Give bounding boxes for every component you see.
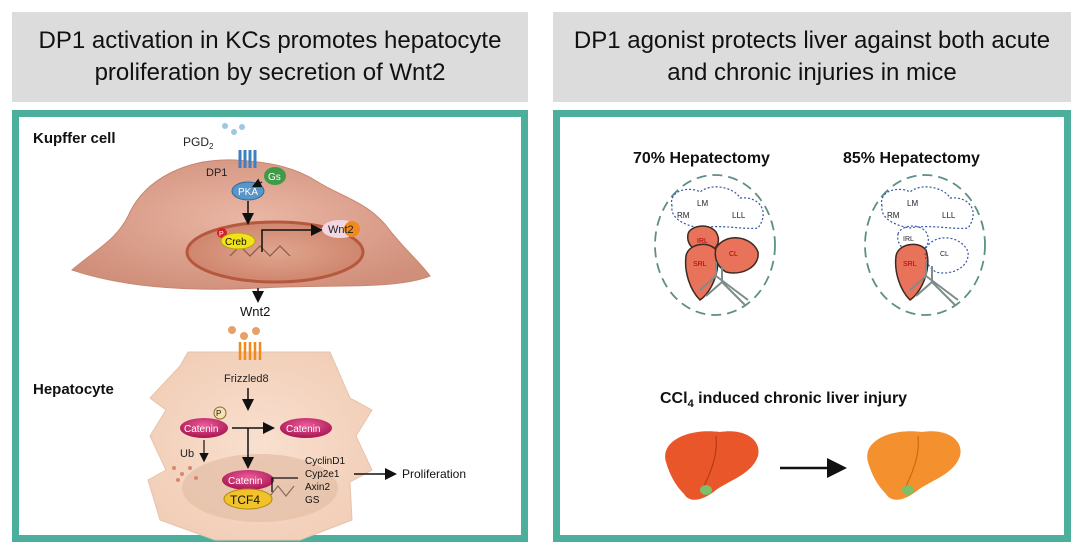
gs-protein-icon xyxy=(264,167,286,185)
injured-liver-icon xyxy=(665,431,759,500)
creb-icon xyxy=(220,232,256,250)
gs-label: Gs xyxy=(268,172,281,183)
wnt2-dot-icon xyxy=(228,326,236,334)
hepatectomy-85-label: 85% Hepatectomy xyxy=(843,150,980,167)
tcf4-icon xyxy=(223,488,273,510)
svg-text:IRL: IRL xyxy=(697,238,708,245)
right-title-line1: DP1 agonist protects liver against both … xyxy=(573,27,1051,54)
left-panel-title: DP1 activation in KCs promotes hepatocyt… xyxy=(12,12,528,102)
dp1-label: DP1 xyxy=(206,167,227,179)
right-panel-title: DP1 agonist protects liver against both … xyxy=(553,12,1071,102)
degradation-dot-icon xyxy=(176,478,180,482)
ligand-dot-icon xyxy=(231,129,237,135)
ligand-dot-icon xyxy=(239,124,245,130)
phospho-icon xyxy=(217,228,227,238)
right-panel xyxy=(553,110,1071,542)
left-title-line1: DP1 activation in KCs promotes hepatocyt… xyxy=(38,27,502,54)
catenin-phospho xyxy=(180,418,228,438)
degradation-dot-icon xyxy=(172,466,176,470)
phospho-label: P xyxy=(219,231,224,238)
target-gene-cyp2e1: Cyp2e1 xyxy=(305,469,340,480)
kupffer-cell-label: Kupffer cell xyxy=(33,130,116,147)
degradation-dot-icon xyxy=(194,476,198,480)
dp1-receptor-icon xyxy=(238,150,257,168)
gs-to-pka-arrow xyxy=(251,178,263,188)
left-title-line2: proliferation by secretion of Wnt2 xyxy=(94,59,446,86)
svg-text:RM: RM xyxy=(677,211,690,220)
right-title-line2: and chronic injuries in mice xyxy=(667,59,957,86)
svg-text:LLL: LLL xyxy=(732,211,746,220)
hepatocyte-label: Hepatocyte xyxy=(33,381,114,398)
proliferation-label: Proliferation xyxy=(402,467,466,481)
liver-85-diagram: LM RM LLL IRL SRL CL xyxy=(864,174,986,316)
wnt2-inside-label: Wnt2 xyxy=(328,224,354,236)
svg-text:LLL: LLL xyxy=(942,211,956,220)
degradation-dot-icon xyxy=(180,472,184,476)
pka-label: PKA xyxy=(238,187,258,198)
target-gene-cyclind1: CyclinD1 xyxy=(305,456,345,467)
dna-icon xyxy=(269,485,295,497)
tcf4-label: TCF4 xyxy=(230,493,260,507)
catenin-nuclear xyxy=(222,470,274,490)
frizzled8-receptor-icon xyxy=(238,342,262,360)
transcription-arrow xyxy=(271,477,298,492)
catenin-label-1: Catenin xyxy=(184,424,218,435)
target-gene-axin2: Axin2 xyxy=(305,482,330,493)
ccl4-title: CCl4 induced chronic liver injury xyxy=(660,390,907,410)
target-gene-gs: GS xyxy=(305,495,320,506)
wnt2-secreted-label: Wnt2 xyxy=(240,304,270,319)
svg-text:SRL: SRL xyxy=(693,261,707,268)
liver-70-diagram: LM RM LLL IRL SRL CL xyxy=(654,174,776,316)
catenin-label-3: Catenin xyxy=(228,476,262,487)
creb-label: Creb xyxy=(225,237,247,248)
frizzled8-label: Frizzled8 xyxy=(224,373,269,385)
svg-text:CL: CL xyxy=(940,251,949,258)
svg-text:SRL: SRL xyxy=(903,261,917,268)
creb-to-wnt2-arrow xyxy=(261,224,323,252)
wnt2-dot-icon xyxy=(252,327,260,335)
svg-text:RM: RM xyxy=(887,211,900,220)
catenin-free xyxy=(280,418,332,438)
pgd2-label: PGD2 xyxy=(183,135,214,151)
phospho-small-label: P xyxy=(216,409,221,418)
svg-text:LM: LM xyxy=(907,199,918,208)
hepatectomy-70-label: 70% Hepatectomy xyxy=(633,150,770,167)
healthy-liver-icon xyxy=(867,431,961,500)
wnt2-orange-icon xyxy=(344,221,360,237)
catenin-label-2: Catenin xyxy=(286,424,320,435)
svg-text:LM: LM xyxy=(697,199,708,208)
svg-text:IRL: IRL xyxy=(903,236,914,243)
ligand-dot-icon xyxy=(222,123,228,129)
ub-label: Ub xyxy=(180,448,194,460)
degradation-dot-icon xyxy=(188,466,192,470)
svg-text:CL: CL xyxy=(729,251,738,258)
wnt2-dot-icon xyxy=(240,332,248,340)
phospho-circle-icon xyxy=(213,406,227,420)
